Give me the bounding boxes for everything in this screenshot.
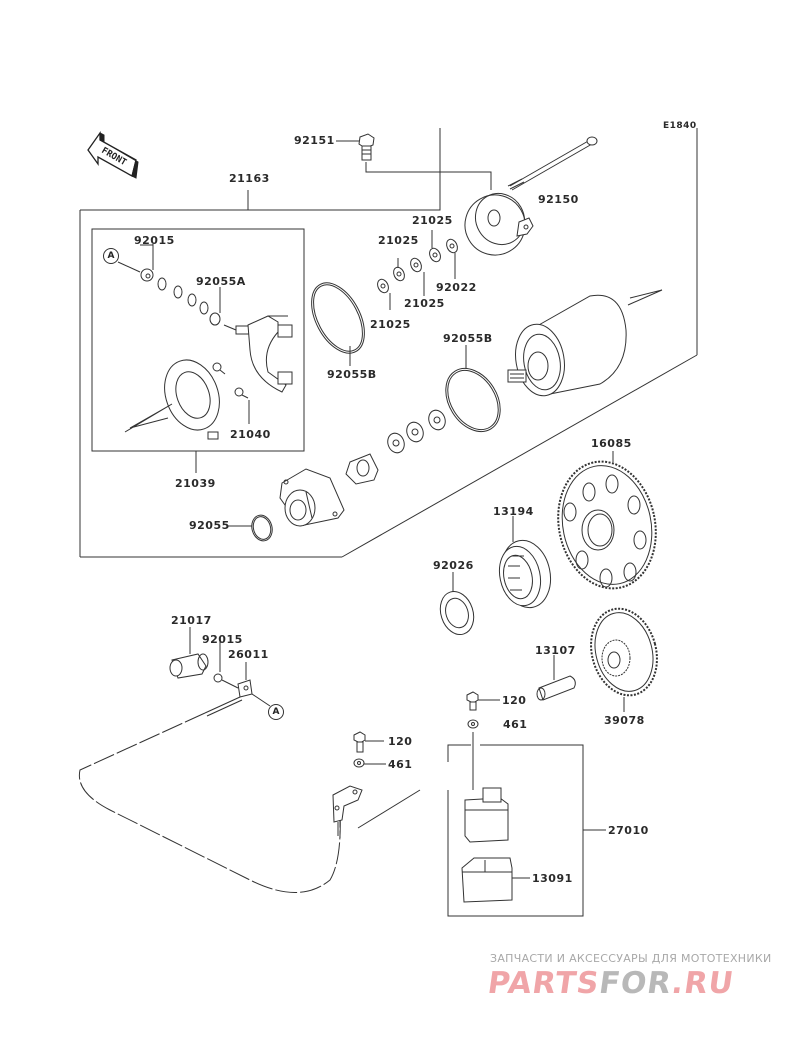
o-ring-92055 — [228, 513, 275, 543]
cable-terminal-parts — [79, 627, 340, 893]
part-label-92055A[interactable]: 92055A — [196, 275, 246, 288]
starter-clutch-gear-16085 — [547, 451, 668, 598]
brush-holder — [248, 316, 292, 392]
bolt-120-upper — [467, 692, 500, 710]
part-label-120-upper[interactable]: 120 — [502, 694, 527, 707]
callout-a-bottom[interactable]: A — [268, 704, 284, 720]
watermark-logo-for: FOR — [596, 966, 675, 1001]
part-label-92026[interactable]: 92026 — [433, 559, 474, 572]
washer-stack — [376, 230, 460, 310]
part-label-21025-left[interactable]: 21025 — [378, 234, 419, 247]
part-label-13091[interactable]: 13091 — [532, 872, 573, 885]
part-label-92150[interactable]: 92150 — [538, 193, 579, 206]
part-label-21163[interactable]: 21163 — [229, 172, 270, 185]
brush-plate — [125, 352, 229, 439]
watermark-logo-parts: PARTS — [485, 966, 602, 1001]
callout-a-top[interactable]: A — [103, 248, 119, 264]
part-label-120-lower[interactable]: 120 — [388, 735, 413, 748]
watermark-logo: PARTSFOR.RU — [486, 966, 737, 1001]
washer-461-upper — [468, 720, 478, 728]
assembly-21039-box — [92, 229, 304, 451]
part-label-461-upper[interactable]: 461 — [503, 718, 528, 731]
ground-lead-bracket — [333, 786, 420, 836]
part-label-92151[interactable]: 92151 — [294, 134, 335, 147]
part-label-21040[interactable]: 21040 — [230, 428, 271, 441]
one-way-clutch-13194 — [494, 516, 556, 612]
front-cover — [280, 469, 344, 526]
part-label-13107[interactable]: 13107 — [535, 644, 576, 657]
part-label-39078[interactable]: 39078 — [604, 714, 645, 727]
o-ring-92055B-lower — [435, 345, 512, 442]
part-label-92055B-left[interactable]: 92055B — [327, 368, 377, 381]
part-label-92055B-right[interactable]: 92055B — [443, 332, 493, 345]
part-label-92015-top[interactable]: 92015 — [134, 234, 175, 247]
relay-assembly-box — [448, 732, 606, 916]
end-cover-rear — [454, 184, 536, 266]
part-label-27010[interactable]: 27010 — [608, 824, 649, 837]
starter-relay — [465, 788, 508, 842]
part-label-461-lower[interactable]: 461 — [388, 758, 413, 771]
bolt-92151 — [336, 134, 374, 160]
part-label-26011[interactable]: 26011 — [228, 648, 269, 661]
part-label-13194[interactable]: 13194 — [493, 505, 534, 518]
watermark-logo-ru: .RU — [669, 966, 737, 1001]
through-bolt-92150 — [508, 137, 597, 190]
part-label-21039[interactable]: 21039 — [175, 477, 216, 490]
shaft-13107 — [537, 655, 575, 700]
relay-cover-13091 — [462, 858, 530, 902]
o-ring-92055B-upper — [301, 274, 376, 366]
part-label-92055[interactable]: 92055 — [189, 519, 230, 532]
part-label-92015-lower[interactable]: 92015 — [202, 633, 243, 646]
idle-gear-39078 — [582, 601, 667, 712]
part-label-21025-low[interactable]: 21025 — [370, 318, 411, 331]
part-label-21025-mid[interactable]: 21025 — [404, 297, 445, 310]
brush-springs-21040 — [213, 363, 249, 424]
front-washers — [346, 408, 448, 484]
assembly-21163-outline — [80, 128, 697, 557]
washer-461-lower — [354, 759, 386, 767]
washer-92026 — [435, 572, 479, 639]
bolt-120-lower — [354, 732, 384, 752]
terminal-hardware — [118, 244, 250, 334]
part-label-21017[interactable]: 21017 — [171, 614, 212, 627]
watermark-tagline: ЗАПЧАСТИ И АКСЕССУАРЫ ДЛЯ МОТОТЕХНИКИ — [490, 952, 772, 965]
part-label-21025-top[interactable]: 21025 — [412, 214, 453, 227]
part-label-16085[interactable]: 16085 — [591, 437, 632, 450]
starter-motor-yoke — [508, 290, 662, 400]
front-arrow-icon — [88, 133, 138, 178]
part-label-92022[interactable]: 92022 — [436, 281, 477, 294]
diagram-code: E1840 — [663, 121, 697, 131]
